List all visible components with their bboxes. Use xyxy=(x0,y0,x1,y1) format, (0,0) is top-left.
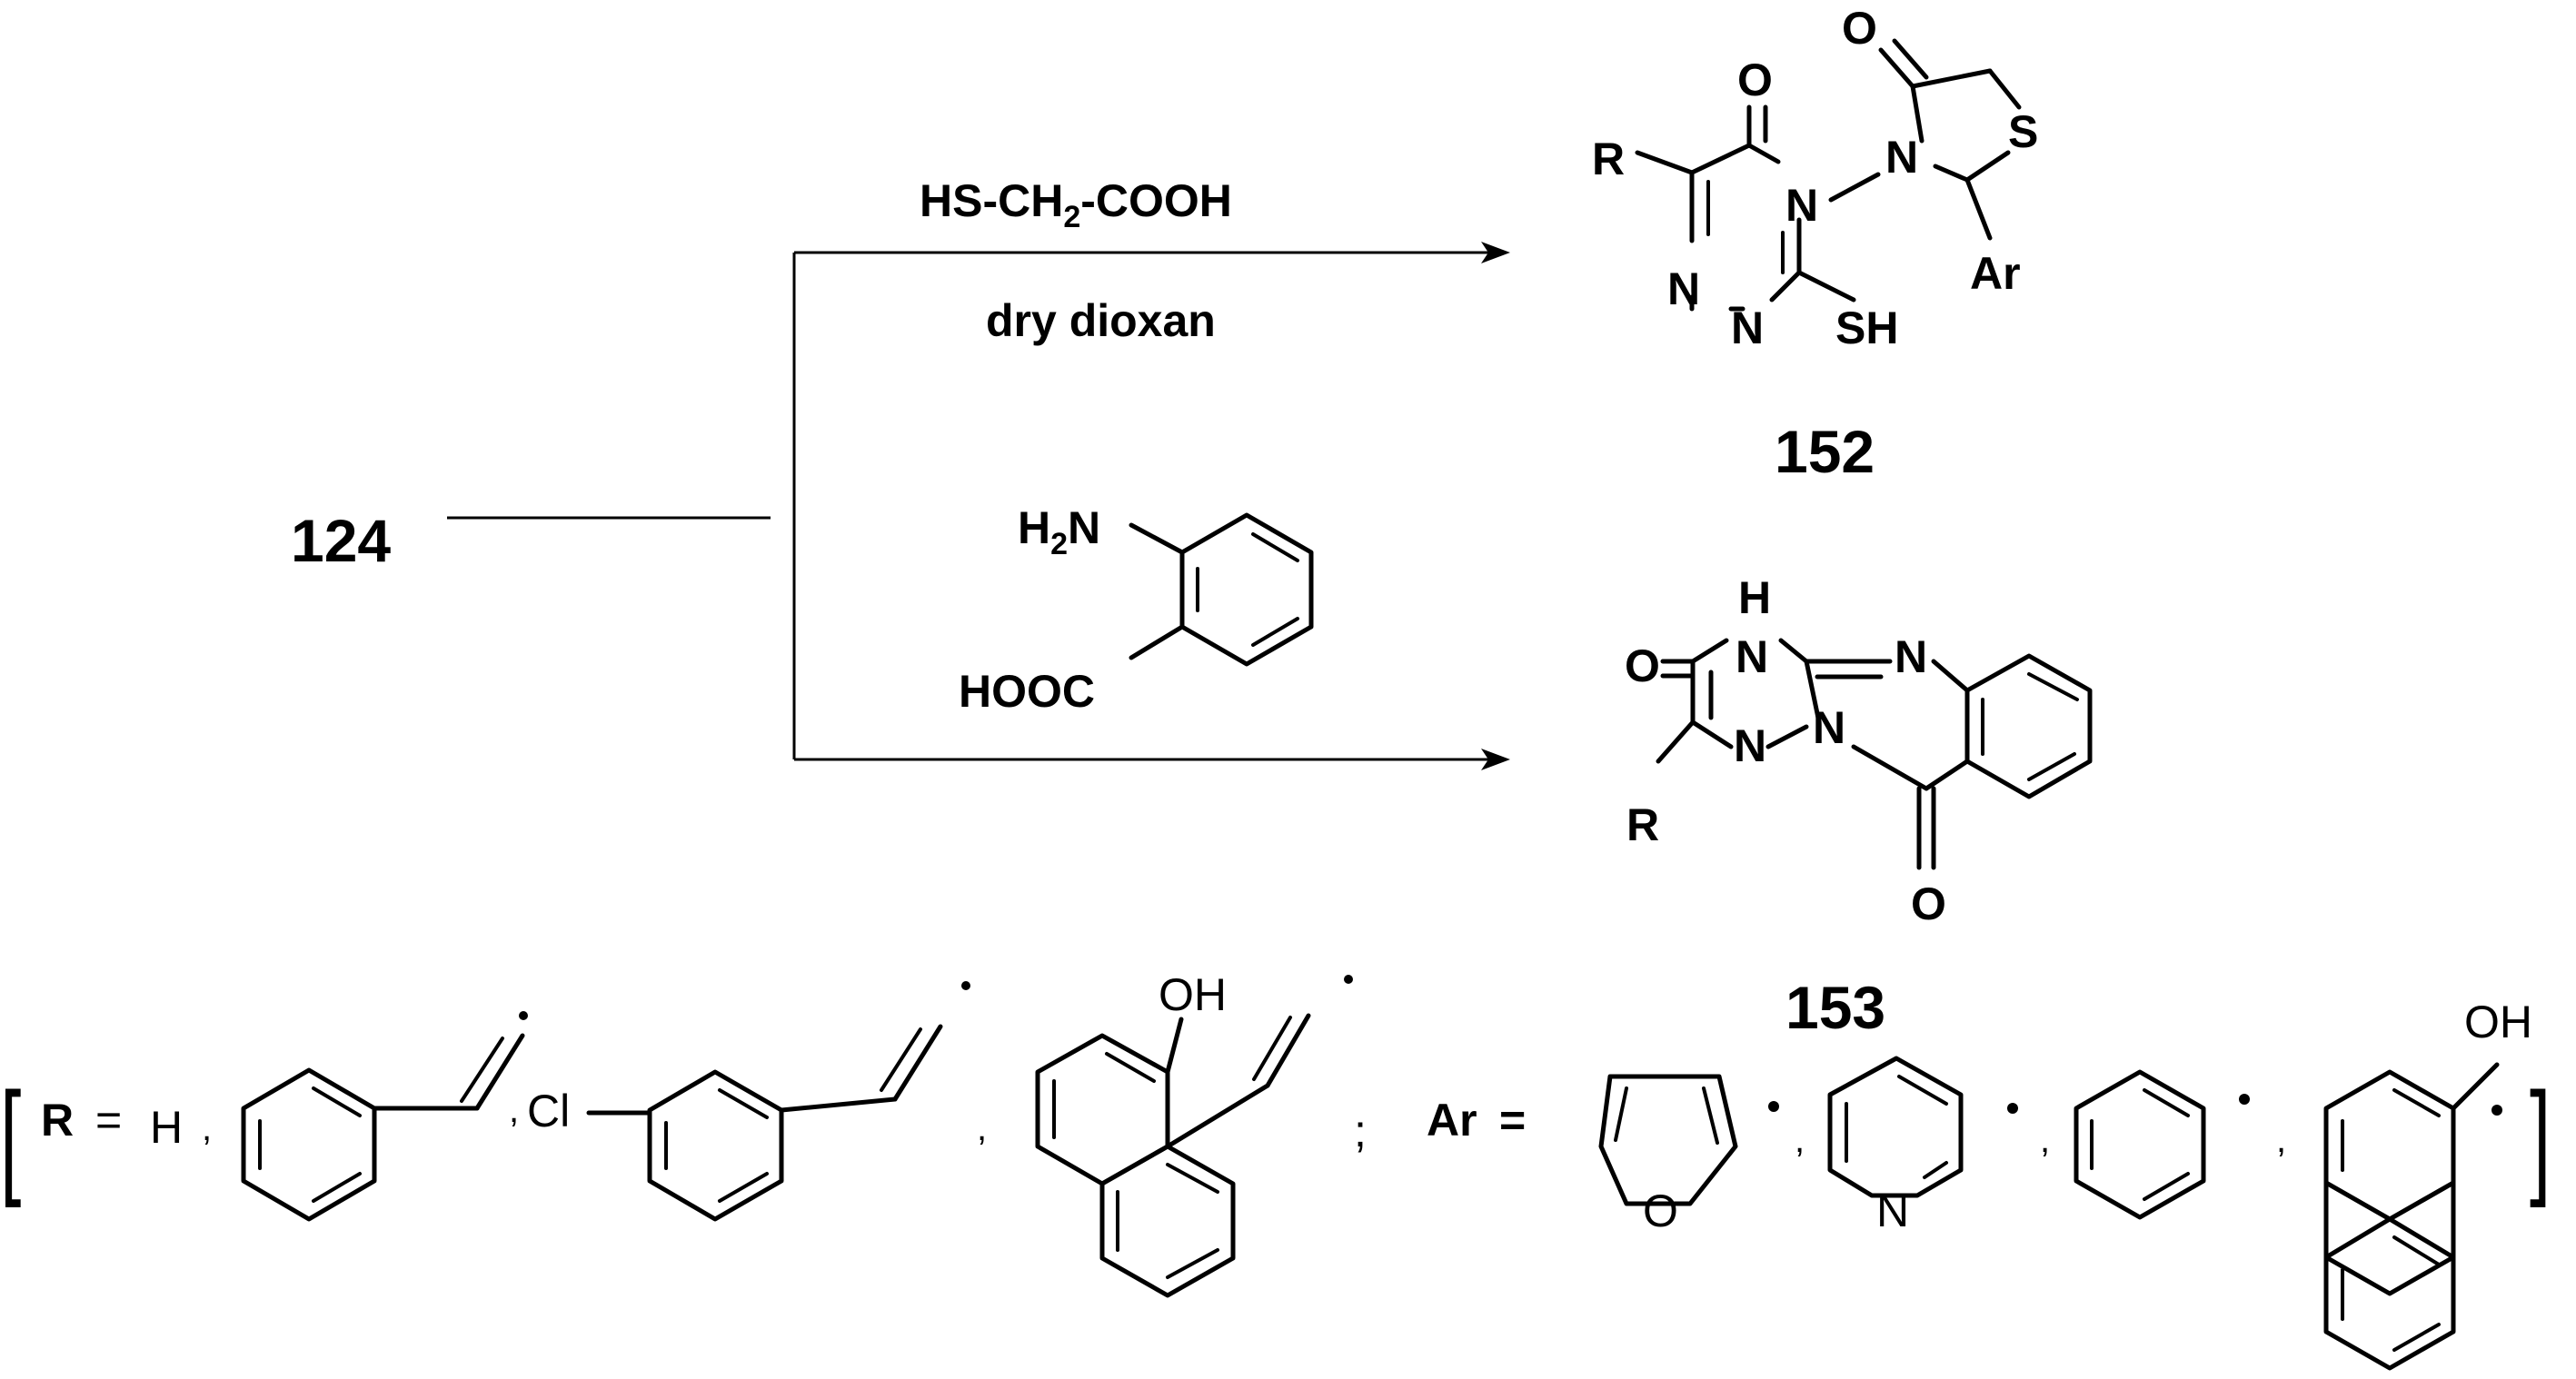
comma-5: , xyxy=(2040,1120,2050,1160)
p153-O2: O xyxy=(1911,878,1946,929)
R-option-H: H xyxy=(150,1102,183,1153)
substituent-definitions: [ R = H , , Cl , xyxy=(0,969,2551,1371)
p153-H: H xyxy=(1738,572,1771,623)
p153-N1: N xyxy=(1736,631,1768,682)
comma-4: , xyxy=(1795,1120,1805,1160)
p152-R: R xyxy=(1592,134,1625,184)
semicolon: ; xyxy=(1354,1106,1367,1156)
compound-124-label: 124 xyxy=(291,507,391,574)
p152-S: S xyxy=(2008,106,2038,157)
compound-153-label: 153 xyxy=(1785,974,1885,1041)
Ar-option-OH: OH xyxy=(2464,997,2532,1047)
Ar-label: Ar xyxy=(1427,1095,1477,1146)
product-153-structure: H N N N N O O R xyxy=(1625,572,2093,929)
p152-O2: O xyxy=(1842,3,1877,54)
Ar-equals: = xyxy=(1499,1095,1526,1146)
comma-6: , xyxy=(2276,1120,2286,1160)
pyridine-N: N xyxy=(1876,1186,1909,1236)
p153-N3: N xyxy=(1734,720,1766,771)
bracket-open: [ xyxy=(0,1066,21,1208)
R-label: R xyxy=(41,1095,74,1146)
p152-Ar: Ar xyxy=(1970,248,2021,299)
R-option-Cl: Cl xyxy=(527,1086,570,1136)
condition-dry-dioxan: dry dioxan xyxy=(986,295,1216,346)
furan-O: O xyxy=(1643,1186,1678,1236)
p153-R: R xyxy=(1626,799,1659,850)
p152-N3: N xyxy=(1667,263,1700,314)
attachment-dot-pyridine xyxy=(2007,1103,2018,1114)
comma-3: , xyxy=(977,1108,987,1148)
R-equals: = xyxy=(95,1095,122,1146)
p153-O1: O xyxy=(1625,640,1660,691)
p152-N-thiazolidine: N xyxy=(1885,132,1918,183)
carboxyl-label: HOOC xyxy=(959,666,1095,717)
attachment-dot-3 xyxy=(1344,975,1353,984)
branch-arrows xyxy=(447,242,1510,770)
attachment-dot-furan xyxy=(1768,1101,1779,1112)
p152-N4: N xyxy=(1731,303,1764,353)
product-152-structure: O O N N S N N SH R Ar xyxy=(1592,3,2038,353)
attachment-dot-1 xyxy=(519,1011,528,1020)
attachment-dot-2 xyxy=(961,981,970,990)
reagent-thioglycolic-acid: HS-CH2-COOH xyxy=(920,175,1232,234)
R-option-OH: OH xyxy=(1159,969,1227,1020)
attachment-dot-phenyl xyxy=(2239,1094,2250,1105)
attachment-dot-naphthyl xyxy=(2491,1105,2502,1116)
compound-152-label: 152 xyxy=(1775,418,1875,485)
anthranilic-acid-structure: H2N HOOC xyxy=(959,502,1314,717)
comma-1: , xyxy=(202,1108,212,1148)
bracket-close: ] xyxy=(2530,1066,2551,1208)
amine-label: H2N xyxy=(1018,502,1100,561)
comma-2: , xyxy=(509,1090,519,1130)
p152-O1: O xyxy=(1737,55,1773,105)
p153-N4: N xyxy=(1813,702,1845,753)
p153-N2: N xyxy=(1895,631,1927,682)
p152-SH: SH xyxy=(1835,303,1898,353)
p152-N-ring: N xyxy=(1785,180,1818,231)
